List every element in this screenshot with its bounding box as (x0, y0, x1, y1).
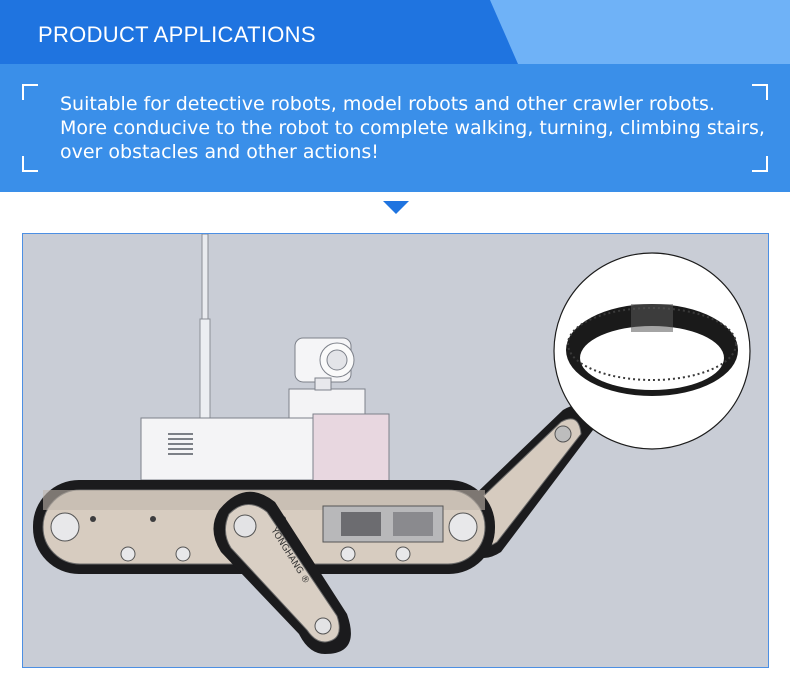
header-accent-shape (490, 0, 790, 64)
robot-body (140, 413, 390, 485)
corner-bracket-top-left (22, 84, 38, 100)
section-title: PRODUCT APPLICATIONS (38, 22, 316, 47)
corner-bracket-top-right (752, 84, 768, 100)
corner-bracket-bottom-left (22, 156, 38, 172)
section-header: PRODUCT APPLICATIONS (0, 0, 790, 64)
belt-closeup-inset (553, 252, 751, 450)
crawler-robot-illustration: YONGHANG ® (33, 234, 751, 654)
description-text: Suitable for detective robots, model rob… (60, 92, 765, 164)
description-line-1: Suitable for detective robots, model rob… (60, 93, 715, 115)
description-line-2: More conducive to the robot to complete … (60, 117, 765, 139)
description-line-3: over obstacles and other actions! (60, 141, 379, 163)
antenna (199, 234, 211, 420)
down-arrow-icon (383, 201, 409, 214)
description-panel: Suitable for detective robots, model rob… (0, 64, 790, 192)
corner-bracket-bottom-right (752, 156, 768, 172)
application-illustration-frame: YONGHANG ® (22, 233, 769, 668)
